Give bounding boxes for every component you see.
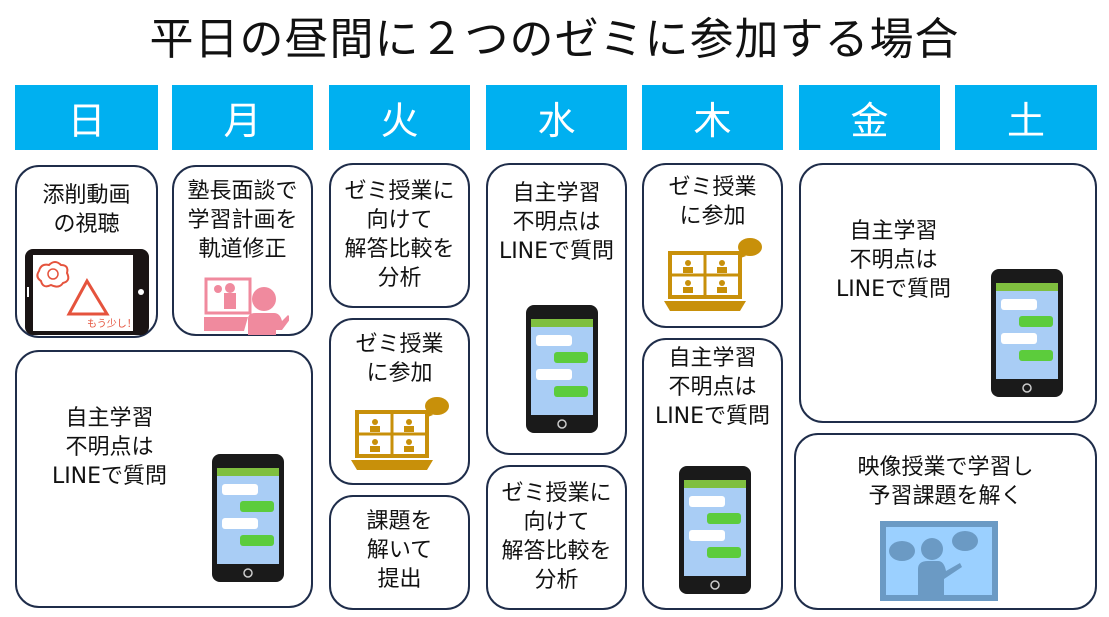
day-header-sun: 日	[15, 85, 158, 150]
card-frisat-self-study: 自主学習 不明点は LINEで質問	[799, 163, 1097, 423]
card-sunmon-self-study: 自主学習 不明点は LINEで質問	[15, 350, 313, 608]
smartphone-icon	[991, 269, 1063, 401]
page-title: 平日の昼間に２つのゼミに参加する場合	[149, 14, 960, 65]
card-thu-seminar: ゼミ授業 に参加	[642, 163, 783, 328]
day-header-thu: 木	[642, 85, 783, 150]
card-tue-submit: 課題を 解いて 提出	[329, 495, 470, 610]
card-wed-analysis: ゼミ授業に 向けて 解答比較を 分析	[486, 465, 627, 610]
interview-icon	[204, 277, 289, 335]
tablet-icon: もう少し！	[25, 249, 149, 335]
day-header-sat: 土	[955, 85, 1097, 150]
card-tue-seminar: ゼミ授業 に参加	[329, 318, 470, 485]
card-thu-self-study: 自主学習 不明点は LINEで質問	[642, 338, 783, 610]
smartphone-icon	[679, 466, 751, 598]
card-frisat-video-lecture: 映像授業で学習し 予習課題を解く	[794, 433, 1097, 610]
card-text: ゼミ授業に 向けて 解答比較を 分析	[501, 481, 612, 593]
day-header-fri: 金	[799, 85, 940, 150]
card-mon-interview: 塾長面談で 学習計画を 軌道修正	[172, 165, 313, 336]
day-header-mon: 月	[172, 85, 313, 150]
card-text: ゼミ授業 に参加	[668, 175, 757, 229]
card-text: 自主学習 不明点は LINEで質問	[835, 219, 952, 302]
card-text: 自主学習 不明点は LINEで質問	[51, 406, 168, 489]
card-tue-analysis: ゼミ授業に 向けて 解答比較を 分析	[329, 163, 470, 308]
smartphone-icon	[212, 454, 284, 586]
card-sun-review: 添削動画 の視聴 もう少し！	[15, 165, 158, 338]
online-seminar-laptop-icon	[351, 396, 451, 478]
tablet-note: もう少し！	[87, 318, 137, 330]
card-text: 自主学習 不明点は LINEで質問	[654, 346, 771, 429]
day-header-tue: 火	[329, 85, 470, 150]
video-lecture-icon	[880, 521, 998, 601]
card-text: 添削動画 の視聴	[42, 183, 131, 237]
card-text: ゼミ授業に 向けて 解答比較を 分析	[344, 179, 455, 291]
card-text: 課題を 解いて 提出	[366, 509, 433, 592]
card-wed-self-study: 自主学習 不明点は LINEで質問	[486, 163, 627, 455]
smartphone-icon	[526, 305, 598, 437]
day-header-wed: 水	[486, 85, 627, 150]
card-text: 自主学習 不明点は LINEで質問	[498, 181, 615, 264]
card-text: 映像授業で学習し 予習課題を解く	[857, 455, 1034, 509]
card-text: ゼミ授業 に参加	[355, 332, 444, 386]
online-seminar-laptop-icon	[664, 237, 764, 319]
card-text: 塾長面談で 学習計画を 軌道修正	[187, 179, 298, 262]
